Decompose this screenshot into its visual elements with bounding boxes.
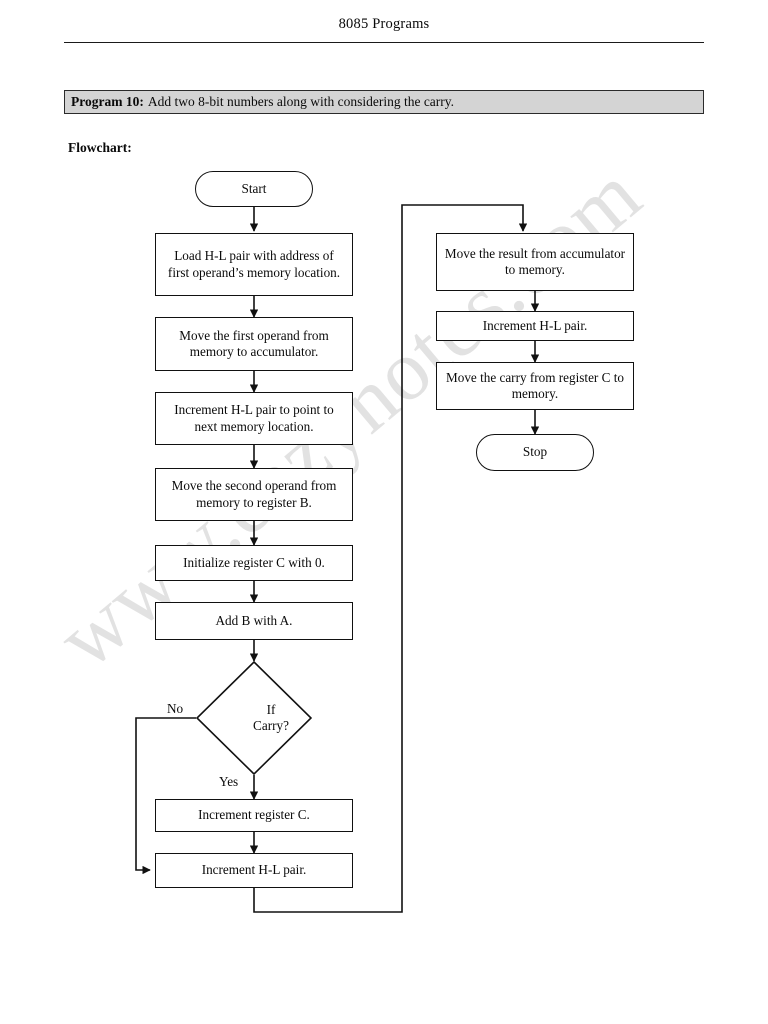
node-increment-hl-pair-right[interactable]: Increment H-L pair. [436,311,634,341]
decision-text: If Carry? [196,661,312,775]
node-decision-if-carry[interactable]: If Carry? [196,661,312,775]
node-load-hl-pair[interactable]: Load H-L pair with address of first oper… [155,233,353,296]
decision-line-1: If [266,701,276,717]
flowchart-section-label: Flowchart: [68,140,132,155]
node-start[interactable]: Start [195,171,313,207]
program-banner: Program 10: Add two 8-bit numbers along … [64,90,704,114]
node-stop[interactable]: Stop [476,434,594,471]
node-increment-hl-point[interactable]: Increment H-L pair to point to next memo… [155,392,353,445]
page-title: 8085 Programs [338,16,430,32]
program-description: Add two 8-bit numbers along with conside… [147,94,455,109]
diamond-shape [196,661,312,775]
edge-label-yes: Yes [219,774,239,789]
node-increment-register-c[interactable]: Increment register C. [155,799,353,832]
link-no-branch [135,717,196,875]
decision-line-2: Carry? [253,718,289,733]
node-initialize-register-c[interactable]: Initialize register C with 0. [155,545,353,581]
node-add-b-with-a[interactable]: Add B with A. [155,602,353,640]
node-move-second-operand[interactable]: Move the second operand from memory to r… [155,468,353,521]
link-loop-to-right-column [253,204,528,913]
node-move-result[interactable]: Move the result from accumulator to memo… [436,233,634,291]
node-move-carry[interactable]: Move the carry from register C to memory… [436,362,634,410]
node-increment-hl-pair-left[interactable]: Increment H-L pair. [155,853,353,888]
program-number-label: Program 10: [71,94,144,109]
header-divider [64,42,704,43]
node-move-first-operand[interactable]: Move the first operand from memory to ac… [155,317,353,371]
edge-label-no: No [167,701,184,716]
